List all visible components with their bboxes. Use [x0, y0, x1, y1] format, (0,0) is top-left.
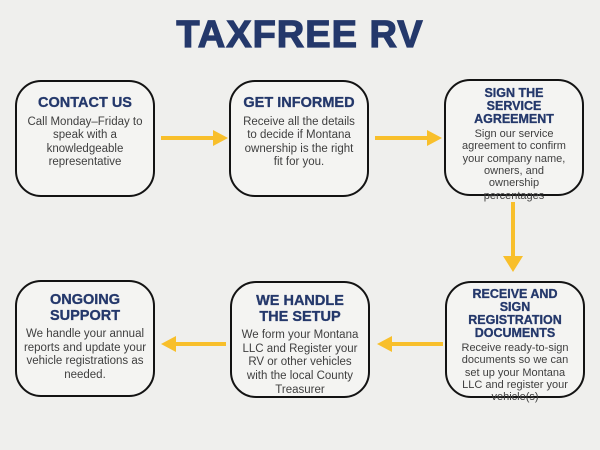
step-title: ONGOING SUPPORT: [49, 292, 121, 324]
arrow-shaft: [176, 342, 226, 346]
step-description: We form your Montana LLC and Register yo…: [241, 329, 359, 396]
arrow-shaft: [375, 136, 427, 140]
flow-step-sign-the-service-agreement: SIGN THE SERVICE AGREEMENT Sign our serv…: [444, 79, 584, 202]
arrow-right-icon: [375, 130, 442, 146]
flow-step-receive-and-sign-registration-documents: RECEIVE AND SIGN REGISTRATION DOCUMENTS …: [445, 281, 585, 403]
step-description: Receive all the details to decide if Mon…: [243, 115, 355, 169]
flow-step-ongoing-support: ONGOING SUPPORT We handle your annual re…: [15, 280, 155, 397]
step-title: WE HANDLE THE SETUP: [256, 293, 344, 325]
arrow-head: [377, 336, 392, 352]
step-description: Sign our service agreement to confirm yo…: [462, 128, 566, 202]
arrow-shaft: [511, 202, 515, 256]
step-title: GET INFORMED: [243, 95, 355, 111]
page-title: TAXFREE RV: [176, 14, 424, 56]
step-description: We handle your annual reports and update…: [23, 328, 147, 381]
step-title: RECEIVE AND SIGN REGISTRATION DOCUMENTS: [468, 287, 562, 340]
arrow-down-icon: [503, 202, 523, 272]
flow-step-we-handle-the-setup: WE HANDLE THE SETUP We form your Montana…: [230, 281, 370, 398]
arrow-right-icon: [161, 130, 228, 146]
flow-step-get-informed: GET INFORMED Receive all the details to …: [229, 80, 369, 197]
arrow-shaft: [161, 136, 213, 140]
arrow-head: [503, 256, 523, 272]
step-title: SIGN THE SERVICE AGREEMENT: [474, 86, 554, 126]
arrow-head: [213, 130, 228, 146]
step-description: Receive ready-to-sign documents so we ca…: [461, 342, 569, 404]
arrow-shaft: [392, 342, 443, 346]
arrow-left-icon: [377, 336, 443, 352]
arrow-head: [161, 336, 176, 352]
flow-step-contact-us: CONTACT US Call Monday–Friday to speak w…: [15, 80, 155, 197]
step-description: Call Monday–Friday to speak with a knowl…: [27, 115, 143, 169]
arrow-head: [427, 130, 442, 146]
arrow-left-icon: [161, 336, 226, 352]
step-title: CONTACT US: [38, 95, 132, 111]
